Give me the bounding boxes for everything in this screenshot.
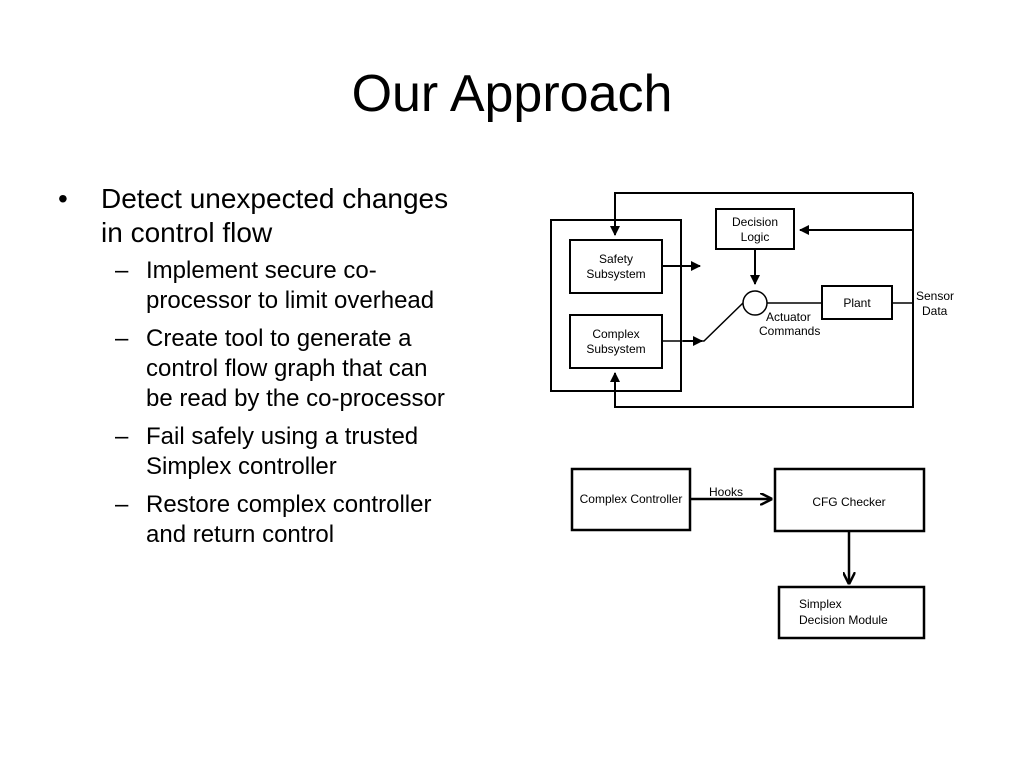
simplex-decision-module-label: Simplex bbox=[799, 597, 842, 611]
sub-bullet-restore-control: – Restore complex controller and return … bbox=[101, 490, 518, 550]
sub-bullet-marker: – bbox=[115, 257, 129, 284]
actuator-commands-label: Actuator bbox=[766, 310, 811, 324]
actuator-commands-label: Commands bbox=[759, 324, 820, 338]
sub-bullet-marker: – bbox=[115, 491, 129, 518]
sub-bullet-line: and return control bbox=[146, 521, 335, 548]
complex-subsystem-label: Subsystem bbox=[586, 342, 645, 356]
cfg-checker-label: CFG Checker bbox=[812, 495, 885, 509]
complex-subsystem-label: Complex bbox=[592, 327, 639, 341]
bullet-list: • Detect unexpected changes in control f… bbox=[58, 182, 518, 558]
simplex-architecture-diagram: Safety Subsystem Complex Subsystem Decis… bbox=[550, 192, 954, 408]
sub-bullet-fail-safely: – Fail safely using a trusted Simplex co… bbox=[101, 422, 518, 482]
feedback-to-complex-arrow bbox=[610, 193, 914, 408]
simplex-decision-module-label: Decision Module bbox=[799, 613, 888, 627]
decision-logic-label: Logic bbox=[741, 230, 770, 244]
sub-bullet-line: processor to limit overhead bbox=[146, 287, 435, 314]
sub-bullet-line: Create tool to generate a bbox=[146, 325, 412, 352]
cfg-checker-diagram: Complex Controller CFG Checker Simplex D… bbox=[570, 467, 926, 640]
feedback-to-safety-arrow bbox=[610, 192, 913, 236]
simplex-decision-module-box bbox=[777, 585, 926, 640]
bullet-main-line-1: Detect unexpected changes bbox=[101, 183, 449, 214]
bullet-main-line-2: in control flow bbox=[101, 217, 273, 248]
sub-bullet-marker: – bbox=[115, 423, 129, 450]
switch-junction bbox=[742, 290, 768, 316]
bullet-main: • Detect unexpected changes in control f… bbox=[58, 182, 518, 550]
plant-label: Plant bbox=[843, 296, 871, 310]
safety-subsystem-label: Safety bbox=[599, 252, 633, 266]
decision-logic-label: Decision bbox=[732, 215, 778, 229]
sub-bullet-line: Restore complex controller bbox=[146, 491, 432, 518]
sub-bullet-line: Simplex controller bbox=[146, 453, 337, 480]
sub-bullet-line: be read by the co-processor bbox=[146, 385, 445, 412]
safety-subsystem-label: Subsystem bbox=[586, 267, 645, 281]
bullet-marker: • bbox=[58, 183, 68, 214]
sub-bullet-secure-coprocessor: – Implement secure co- processor to limi… bbox=[101, 256, 518, 316]
sub-bullet-line: Fail safely using a trusted bbox=[146, 423, 419, 450]
sub-bullet-line: Implement secure co- bbox=[146, 257, 377, 284]
sub-bullet-list: – Implement secure co- processor to limi… bbox=[101, 256, 518, 550]
sensor-data-label: Data bbox=[922, 304, 948, 318]
sub-bullet-cfg-tool: – Create tool to generate a control flow… bbox=[101, 324, 518, 414]
complex-subsystem-box bbox=[569, 314, 663, 369]
cfg-checker-box bbox=[773, 467, 926, 533]
sub-bullet-marker: – bbox=[115, 325, 129, 352]
slide-title: Our Approach bbox=[351, 65, 673, 123]
complex-controller-label: Complex Controller bbox=[580, 492, 683, 506]
hooks-label: Hooks bbox=[709, 485, 743, 499]
sensor-data-label: Sensor bbox=[916, 289, 954, 303]
complex-output-switch-line bbox=[662, 302, 744, 342]
safety-subsystem-box bbox=[569, 239, 663, 294]
sub-bullet-line: control flow graph that can bbox=[146, 355, 428, 382]
